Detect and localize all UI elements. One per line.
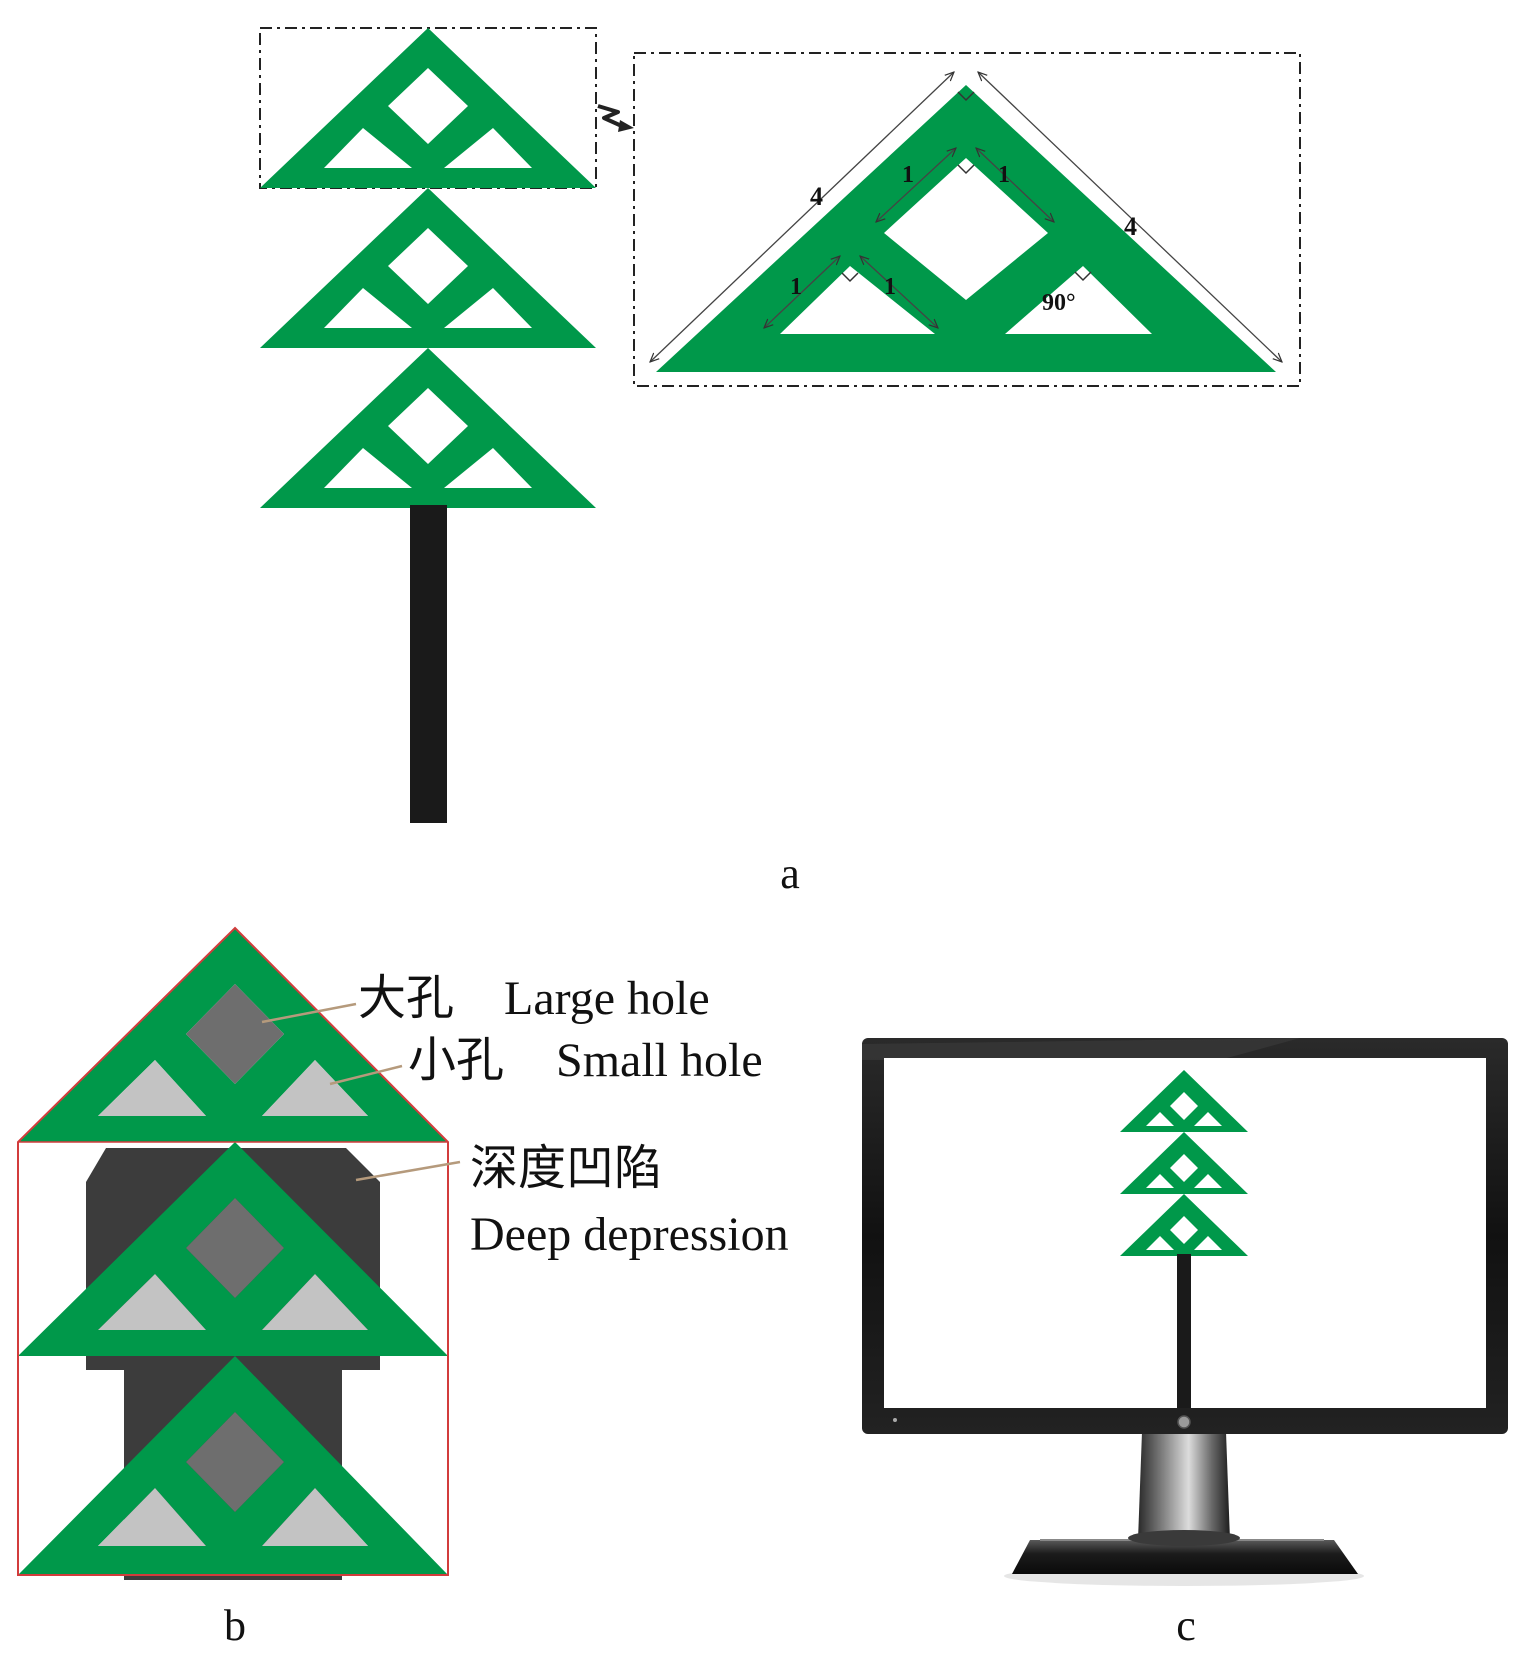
monitor-neck: [1138, 1432, 1230, 1540]
screen-tree: [1120, 1070, 1248, 1408]
outline: [17, 926, 449, 1576]
depression-tier-2: [18, 1142, 448, 1356]
leader-lines: [261, 1002, 461, 1182]
dim-short-2: 1: [998, 162, 1010, 188]
panel-c: c: [862, 1038, 1508, 1650]
dim-short-4: 1: [884, 274, 896, 300]
deep-depression-label-cn: 深度凹陷: [470, 1140, 662, 1196]
detail-box: [633, 52, 1301, 387]
panel-a: 4 4 1 1 1 1 90° a: [259, 27, 1301, 898]
large-hole: [186, 984, 284, 1084]
small-hole: [262, 1274, 368, 1330]
dim-angle: 90°: [1042, 290, 1076, 316]
panel-c-label: c: [1176, 1601, 1196, 1650]
panel-b-label: b: [224, 1601, 246, 1650]
zoom-arrow-icon: [597, 104, 627, 130]
dim-long-left: 4: [810, 182, 823, 211]
tree-tier-2: [260, 188, 596, 348]
small-hole: [262, 1060, 368, 1116]
monitor-base: [1012, 1540, 1358, 1574]
small-hole-label-cn: 小孔: [408, 1032, 504, 1088]
large-hole-label-cn: 大孔: [358, 970, 454, 1026]
tree-trunk: [410, 505, 447, 823]
large-hole: [186, 1412, 284, 1512]
small-hole: [98, 1488, 206, 1546]
depression-tier-3: [18, 1356, 448, 1575]
enlarged-tier: [656, 85, 1276, 372]
power-button-icon: [1177, 1415, 1191, 1429]
dim-long-right: 4: [1124, 212, 1137, 241]
dimension-lines: [650, 72, 1282, 362]
panel-a-label: a: [780, 849, 800, 898]
dim-short-1: 1: [902, 162, 914, 188]
dim-short-3: 1: [790, 274, 802, 300]
depression-tier-1: [18, 928, 448, 1142]
deep-depression-label-en: Deep depression: [470, 1208, 789, 1261]
monitor: [862, 1038, 1508, 1586]
small-hole-label-en: Small hole: [556, 1034, 763, 1087]
small-hole: [98, 1274, 206, 1330]
panel-b: 大孔 Large hole 小孔 Small hole 深度凹陷 Deep de…: [17, 926, 789, 1650]
large-hole-label-en: Large hole: [504, 972, 710, 1025]
small-hole: [98, 1060, 206, 1116]
large-hole: [186, 1198, 284, 1298]
tree-tier-3: [260, 348, 596, 508]
small-hole: [262, 1488, 368, 1546]
tree-tier-1: [260, 28, 596, 188]
